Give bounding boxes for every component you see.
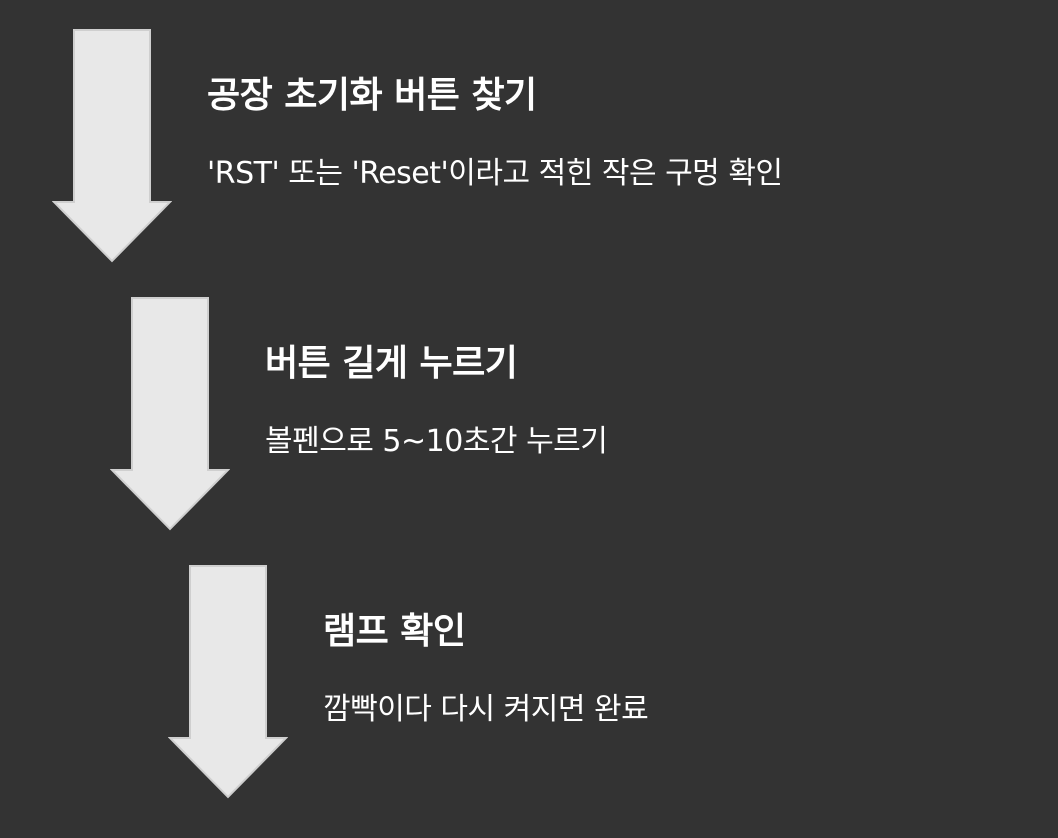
step-title: 램프 확인 [323, 611, 466, 652]
step-description: 'RST' 또는 'Reset'이라고 적힌 작은 구멍 확인 [207, 156, 783, 191]
step-description: 깜빡이다 다시 켜지면 완료 [323, 692, 649, 727]
down-arrow-icon [52, 28, 172, 263]
step-title: 공장 초기화 버튼 찾기 [207, 75, 537, 116]
step-3: 램프 확인 깜빡이다 다시 켜지면 완료 [0, 564, 1058, 804]
step-title: 버튼 길게 누르기 [265, 343, 518, 384]
step-1: 공장 초기화 버튼 찾기 'RST' 또는 'Reset'이라고 적힌 작은 구… [0, 28, 1058, 268]
down-arrow-icon [168, 564, 288, 799]
step-description: 볼펜으로 5~10초간 누르기 [265, 424, 608, 459]
down-arrow-icon [110, 296, 230, 531]
step-2: 버튼 길게 누르기 볼펜으로 5~10초간 누르기 [0, 296, 1058, 536]
